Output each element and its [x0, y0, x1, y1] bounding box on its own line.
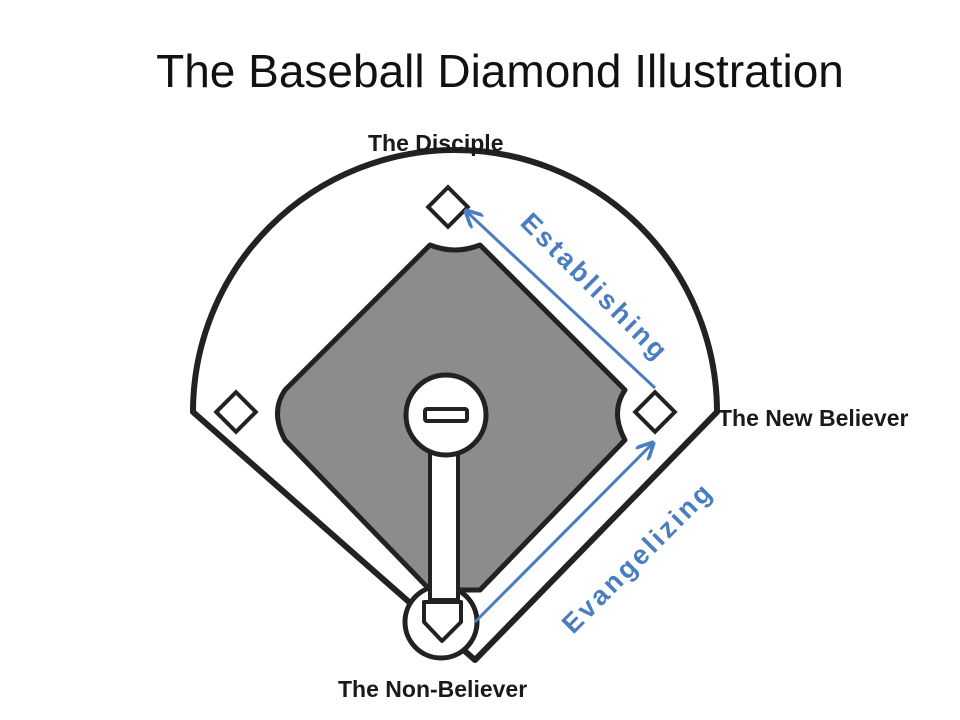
label-the-non-believer: The Non-Believer — [338, 676, 528, 702]
label-the-new-believer: The New Believer — [718, 405, 909, 431]
slide-title: The Baseball Diamond Illustration — [156, 45, 844, 97]
establishing-arrow — [466, 211, 657, 390]
first-base — [632, 389, 678, 435]
base-path-strip — [428, 448, 460, 602]
third-base — [213, 389, 259, 435]
second-base — [425, 184, 471, 230]
label-the-disciple: The Disciple — [368, 130, 504, 156]
evangelizing-arrow — [473, 443, 653, 624]
home-plate — [422, 600, 463, 643]
pitchers-rubber — [423, 407, 469, 423]
